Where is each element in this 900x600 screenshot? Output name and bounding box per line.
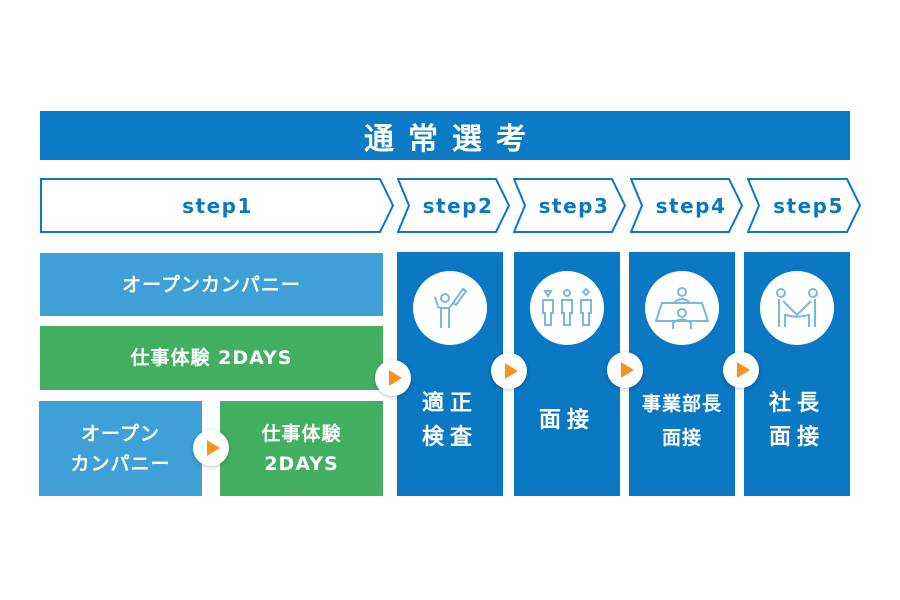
arrow-play-icon (723, 352, 759, 388)
step3-label: step3 (538, 193, 610, 218)
step4-chevron: step4 (630, 178, 744, 233)
president-interview-column: 社長 面接 (744, 252, 850, 496)
work-experience-block: 仕事体験 2DAYS (40, 326, 383, 390)
three-people-icon (530, 271, 604, 345)
step2-chevron: step2 (397, 178, 511, 233)
step5-chevron: step5 (747, 178, 862, 233)
aptitude-test-column: 適正 検査 (397, 252, 503, 496)
arrow-play-icon (193, 430, 229, 466)
meeting-table-icon (645, 271, 719, 345)
step5-label: step5 (773, 193, 844, 218)
aptitude-test-label: 適正 検査 (421, 391, 478, 450)
person-with-pencil-icon (413, 271, 487, 345)
interview-label: 面接 (538, 408, 595, 433)
step1-chevron: step1 (40, 178, 395, 233)
step4-label: step4 (655, 193, 727, 218)
arrow-play-icon (375, 360, 411, 396)
step2-label: step2 (422, 193, 494, 218)
work-experience-small-block: 仕事体験 2DAYS (220, 401, 383, 496)
step1-label: step1 (182, 193, 253, 218)
president-interview-label: 社長 面接 (768, 391, 825, 450)
step3-chevron: step3 (513, 178, 627, 233)
arrow-play-icon (491, 353, 527, 389)
open-company-small-block: オープン カンパニー (39, 401, 202, 496)
interview-column: 面接 (514, 252, 620, 496)
division-manager-interview-column: 事業部長 面接 (629, 252, 735, 496)
page-title: 通常選考 (40, 111, 850, 160)
handshake-icon (760, 271, 834, 345)
division-manager-interview-label: 事業部長 面接 (641, 393, 722, 449)
arrow-play-icon (607, 352, 643, 388)
open-company-block: オープンカンパニー (40, 253, 383, 316)
